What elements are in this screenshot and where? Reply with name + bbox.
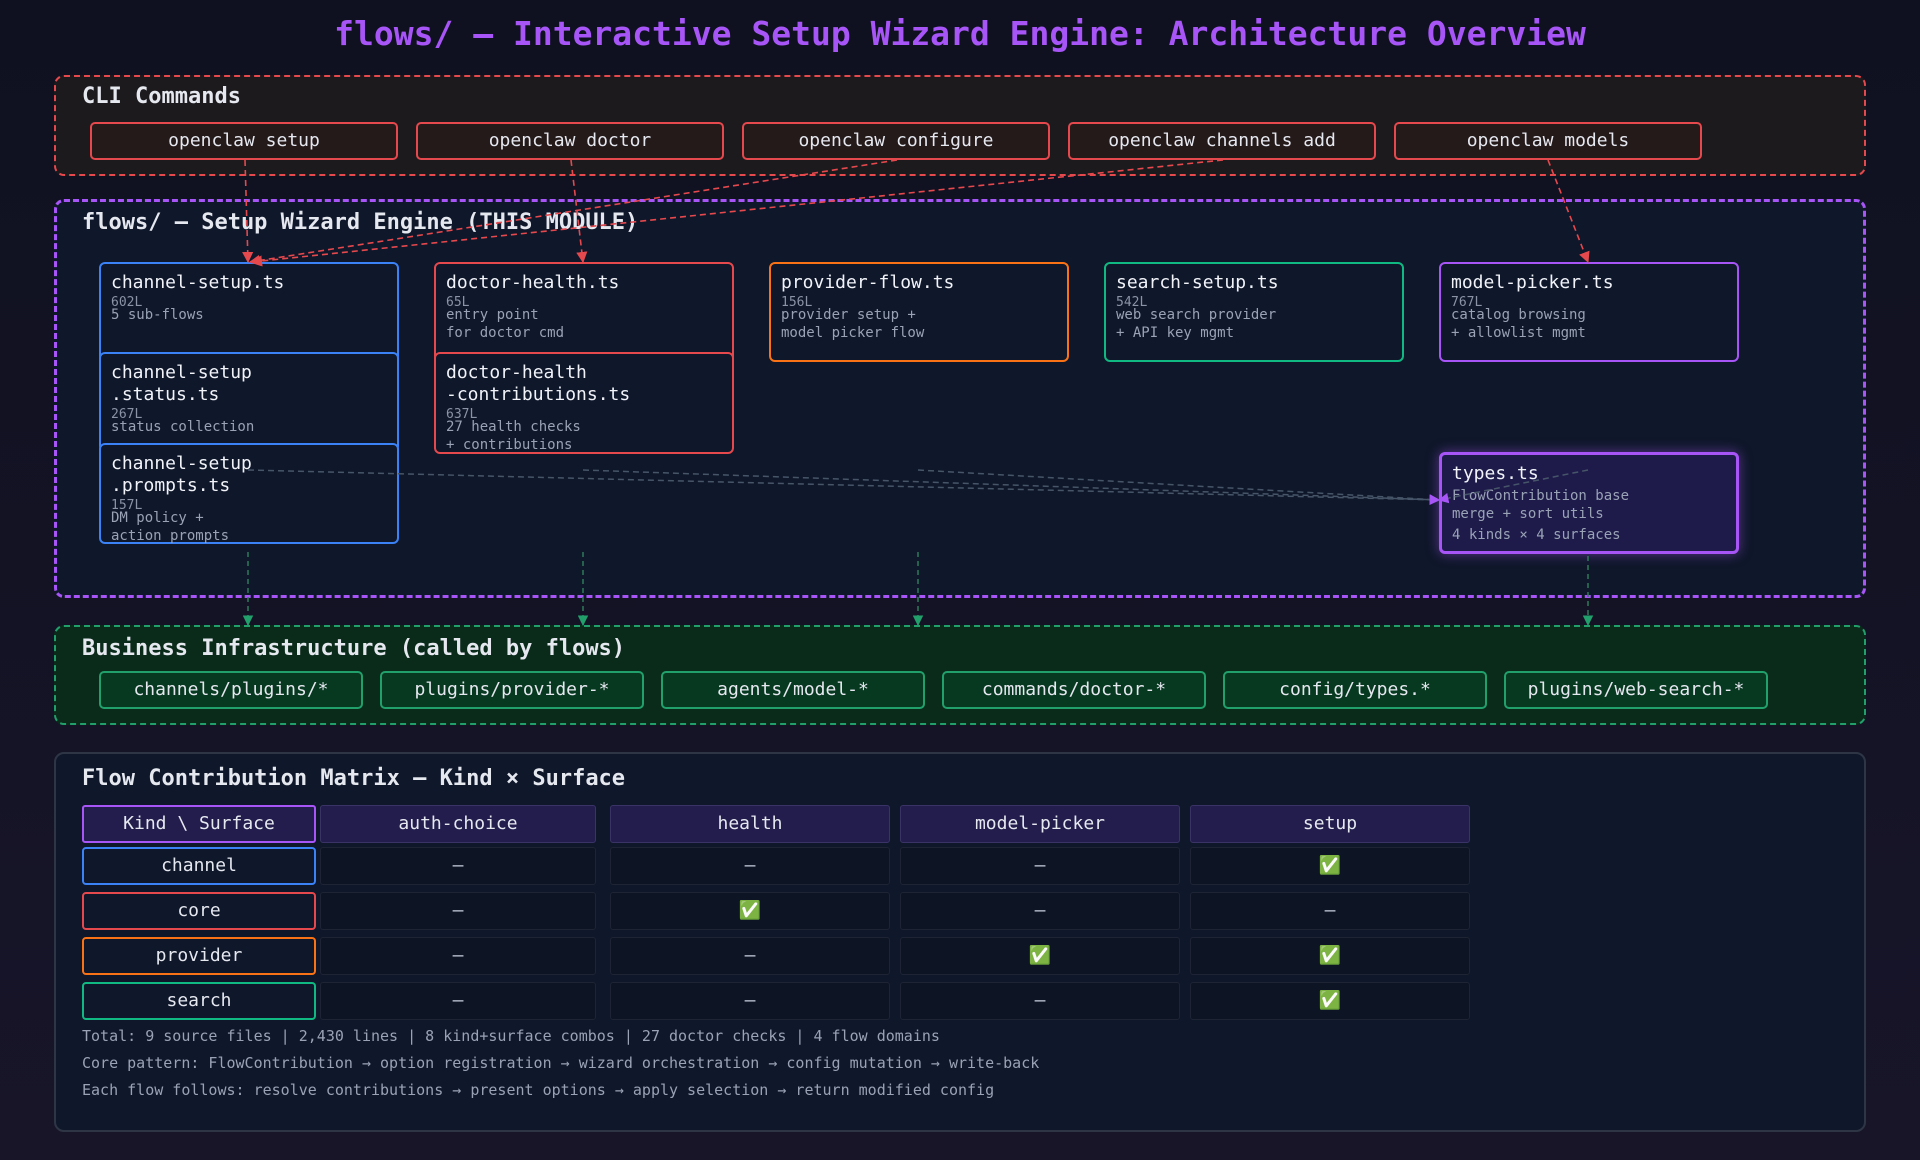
matrix-col-header-auth-choice: auth-choice (320, 805, 596, 843)
matrix-cell: – (320, 937, 596, 975)
matrix-cell: – (320, 982, 596, 1020)
edge-configure-to-channel (248, 159, 898, 266)
footer-line-2: Core pattern: FlowContribution → option … (82, 1054, 1040, 1072)
module-desc: DM policy + action prompts (111, 510, 230, 544)
module-lines: 637L (446, 407, 478, 422)
module-doctor-health: doctor-health.ts 65L entry point for doc… (434, 262, 734, 362)
biz-plugins-web-search: plugins/web-search-* (1504, 671, 1768, 709)
footer-line-3: Each flow follows: resolve contributions… (82, 1081, 995, 1099)
module-provider-flow: provider-flow.ts 156L provider setup + m… (769, 262, 1069, 362)
business-section-label: Business Infrastructure (called by flows… (82, 636, 626, 661)
matrix-cell: – (610, 847, 890, 885)
biz-commands-doctor: commands/doctor-* (942, 671, 1206, 709)
matrix-corner-header: Kind \ Surface (82, 805, 316, 843)
page-title: flows/ — Interactive Setup Wizard Engine… (334, 14, 1586, 53)
cmd-openclaw-doctor: openclaw doctor (416, 122, 724, 160)
matrix-row-label-core: core (82, 892, 316, 930)
matrix-cell: – (320, 847, 596, 885)
module-lines: 542L (1116, 295, 1148, 310)
biz-agents-model: agents/model-* (661, 671, 925, 709)
matrix-cell: – (900, 847, 1180, 885)
module-lines: 767L (1451, 295, 1483, 310)
matrix-cell: ✅ (1190, 982, 1470, 1020)
biz-plugins-provider: plugins/provider-* (380, 671, 644, 709)
matrix-cell: ✅ (1190, 937, 1470, 975)
edge-setup-to-channel (242, 159, 254, 264)
module-channel-setup-prompts: channel-setup .prompts.ts 157L DM policy… (99, 443, 399, 544)
cmd-openclaw-setup: openclaw setup (90, 122, 398, 160)
module-name: search-setup.ts (1116, 272, 1279, 293)
module-desc: 5 sub-flows (111, 307, 204, 323)
matrix-row-label-provider: provider (82, 937, 316, 975)
matrix-cell: – (900, 982, 1180, 1020)
matrix-col-header-setup: setup (1190, 805, 1470, 843)
matrix-cell: – (1190, 892, 1470, 930)
module-name: channel-setup.ts (111, 272, 285, 293)
matrix-cell: – (900, 892, 1180, 930)
edge-channel-to-types (247, 469, 1441, 506)
module-search-setup: search-setup.ts 542L web search provider… (1104, 262, 1404, 362)
module-desc-1: FlowContribution base (1452, 488, 1630, 504)
module-name: doctor-health.ts (446, 272, 620, 293)
module-lines: 157L (111, 498, 143, 513)
module-desc: provider setup + model picker flow (781, 307, 925, 341)
edge-provider-to-types (917, 469, 1441, 505)
module-desc: web search provider + API key mgmt (1116, 307, 1277, 341)
cmd-openclaw-channels-add: openclaw channels add (1068, 122, 1376, 160)
edge-models-to-picker (1547, 159, 1590, 264)
biz-channels-plugins: channels/plugins/* (99, 671, 363, 709)
matrix-cell: ✅ (610, 892, 890, 930)
module-desc: entry point for doctor cmd (446, 307, 565, 341)
module-channel-setup: channel-setup.ts 602L 5 sub-flows (99, 262, 399, 362)
footer-line-1: Total: 9 source files | 2,430 lines | 8 … (82, 1027, 940, 1045)
biz-config-types: config/types.* (1223, 671, 1487, 709)
matrix-row-label-search: search (82, 982, 316, 1020)
cmd-openclaw-models: openclaw models (1394, 122, 1702, 160)
module-desc: catalog browsing + allowlist mgmt (1451, 307, 1586, 341)
module-name: model-picker.ts (1451, 272, 1614, 293)
cmd-openclaw-configure: openclaw configure (742, 122, 1050, 160)
module-types: types.ts FlowContribution base merge + s… (1439, 452, 1739, 554)
module-lines: 602L (111, 295, 143, 310)
matrix-section-label: Flow Contribution Matrix — Kind × Surfac… (82, 766, 626, 791)
module-desc-2: merge + sort utils (1452, 506, 1604, 522)
module-lines: 65L (446, 295, 470, 310)
module-desc: status collection (111, 419, 255, 435)
matrix-cell: – (320, 892, 596, 930)
module-desc-3: 4 kinds × 4 surfaces (1452, 527, 1621, 543)
edge-doctor-to-types (582, 469, 1441, 505)
matrix-col-header-health: health (610, 805, 890, 843)
module-name: types.ts (1452, 463, 1539, 484)
module-model-picker: model-picker.ts 767L catalog browsing + … (1439, 262, 1739, 362)
matrix-cell: – (610, 982, 890, 1020)
cli-section-label: CLI Commands (82, 84, 241, 109)
edge-model-to-types (1437, 469, 1589, 504)
module-doctor-health-contributions: doctor-health -contributions.ts 637L 27 … (434, 352, 734, 454)
module-lines: 156L (781, 295, 813, 310)
matrix-row-label-channel: channel (82, 847, 316, 885)
module-name: channel-setup .status.ts (111, 362, 252, 405)
matrix-cell: – (610, 937, 890, 975)
module-name: doctor-health -contributions.ts (446, 362, 631, 405)
module-lines: 267L (111, 407, 143, 422)
edge-channels-add-to-channel (250, 159, 1224, 267)
module-desc: 27 health checks + contributions (446, 419, 581, 453)
matrix-cell: ✅ (1190, 847, 1470, 885)
module-name: provider-flow.ts (781, 272, 955, 293)
matrix-col-header-model-picker: model-picker (900, 805, 1180, 843)
module-name: channel-setup .prompts.ts (111, 453, 252, 496)
matrix-cell: ✅ (900, 937, 1180, 975)
